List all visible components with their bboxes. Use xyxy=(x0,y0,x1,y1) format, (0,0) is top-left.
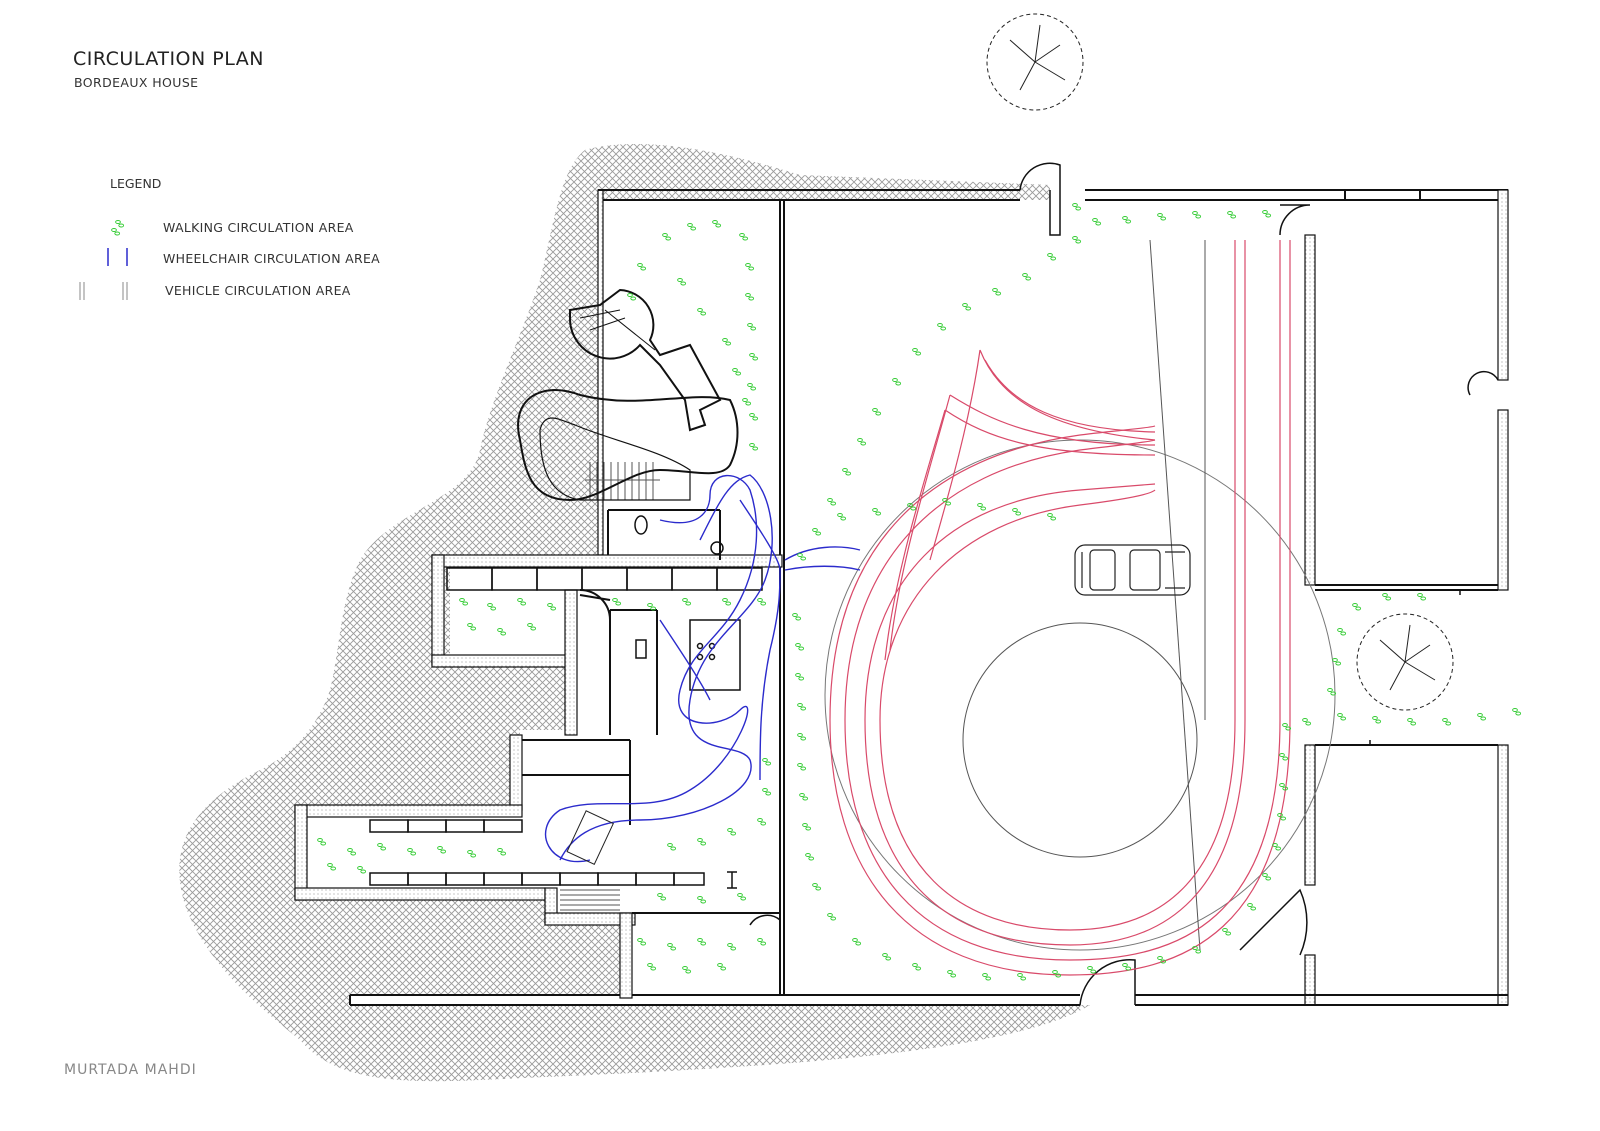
tree-icon xyxy=(986,13,1454,711)
legend-wheelchair-symbol xyxy=(107,248,128,266)
storage-shelves xyxy=(369,515,763,889)
legend-title: LEGEND xyxy=(110,176,162,191)
wheelchair-circulation xyxy=(544,474,861,863)
legend-walking-symbol xyxy=(111,220,125,236)
building-walls xyxy=(349,189,1509,1006)
car-icon xyxy=(1074,544,1191,596)
legend-walking-label: WALKING CIRCULATION AREA xyxy=(163,220,354,235)
plan-subtitle: BORDEAUX HOUSE xyxy=(74,75,199,90)
interior-walls xyxy=(294,509,783,999)
plan-title: CIRCULATION PLAN xyxy=(73,48,264,70)
door-swings xyxy=(749,162,1499,1006)
author-signature: MURTADA MAHDI xyxy=(64,1062,197,1078)
legend-vehicle-symbol xyxy=(79,282,128,300)
legend-vehicle-label: VEHICLE CIRCULATION AREA xyxy=(165,283,351,298)
wheelchair-lift-icon xyxy=(566,810,614,865)
stair-towers xyxy=(517,288,739,502)
vehicle-circulation xyxy=(824,239,1336,976)
legend-wheelchair-label: WHEELCHAIR CIRCULATION AREA xyxy=(163,251,380,266)
site-ground-hatch xyxy=(179,144,1090,1082)
stairs xyxy=(560,462,660,911)
